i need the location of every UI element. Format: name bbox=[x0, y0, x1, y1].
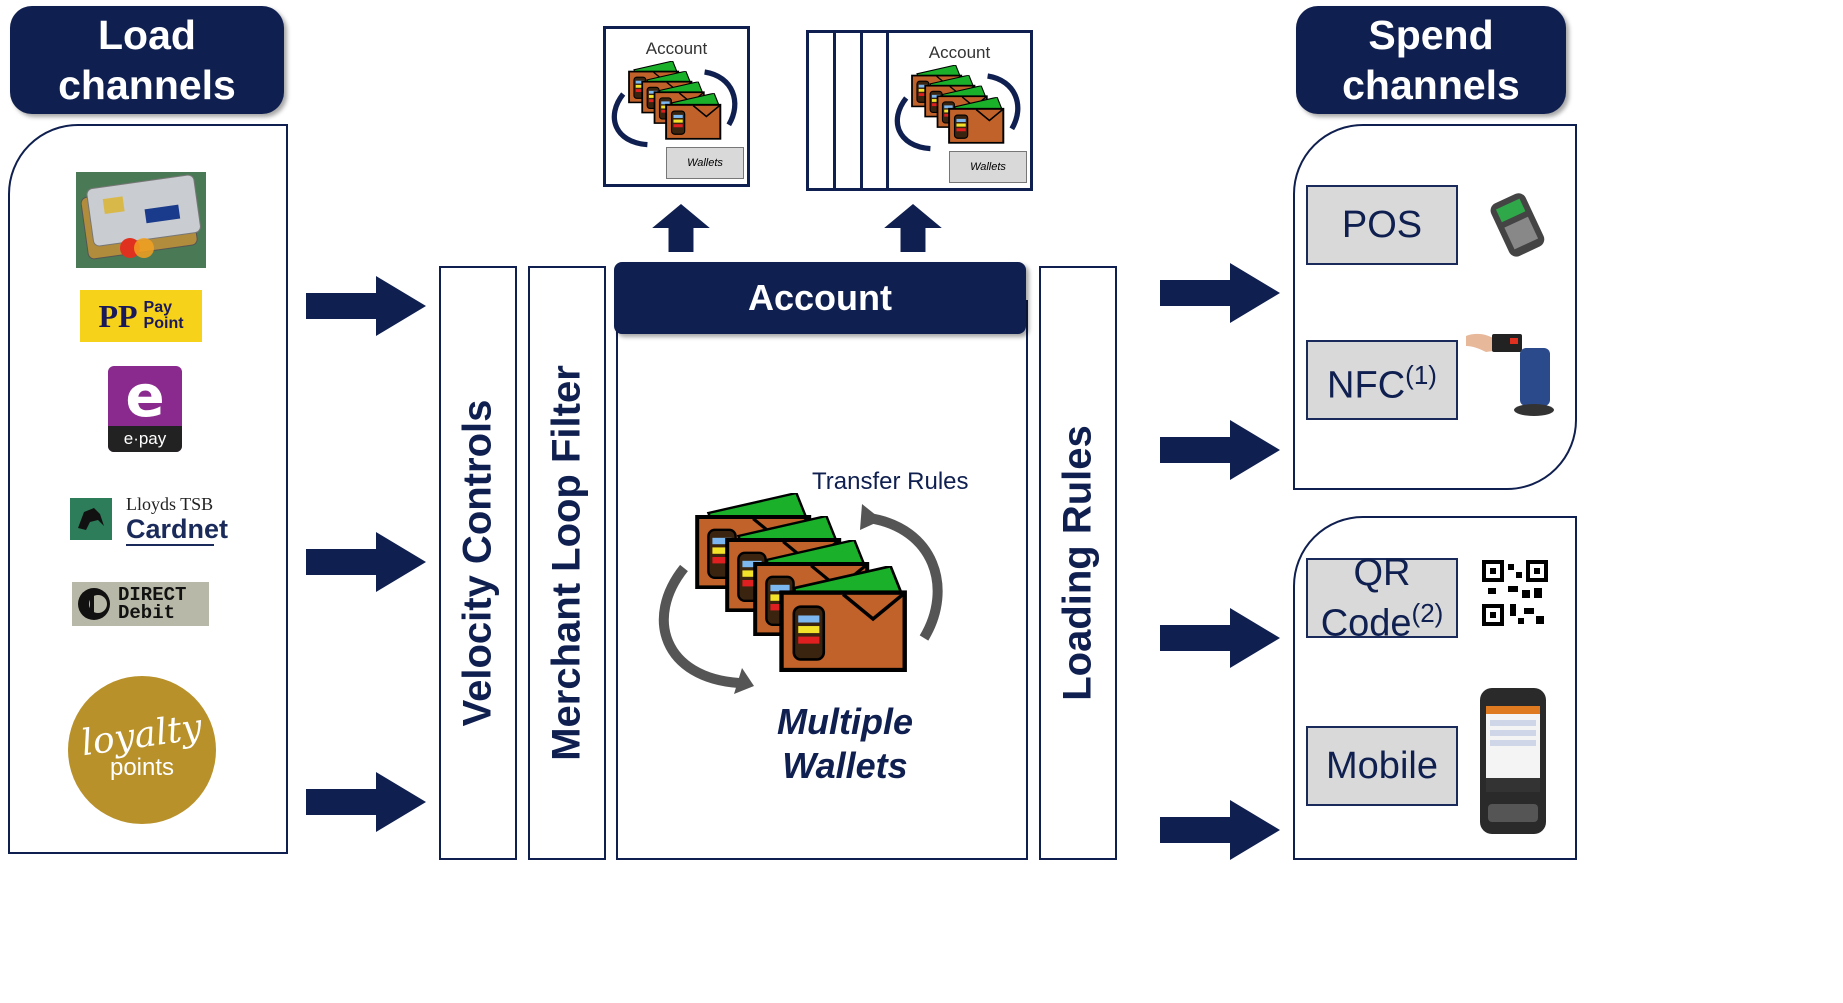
mobile-phone-icon bbox=[1478, 686, 1548, 836]
spend-arrow-1-icon bbox=[1160, 263, 1280, 323]
qr-code-icon bbox=[1482, 560, 1548, 626]
credit-cards-logo bbox=[76, 172, 206, 268]
account-header: Account bbox=[614, 262, 1026, 334]
merchant-loop-filter-column: Merchant Loop Filter bbox=[528, 266, 606, 860]
up-arrow-1-icon bbox=[652, 204, 710, 252]
spend-arrow-4-icon bbox=[1160, 800, 1280, 860]
direct-debit-icon bbox=[78, 588, 110, 620]
transfer-rules-label: Transfer Rules bbox=[812, 468, 969, 495]
spend-arrow-2-icon bbox=[1160, 420, 1280, 480]
loyalty-points-logo: loyalty points bbox=[68, 676, 216, 824]
pos-box: POS bbox=[1306, 185, 1458, 265]
black-horse-icon bbox=[70, 498, 112, 540]
direct-debit-logo: DIRECT Debit bbox=[72, 582, 209, 626]
epay-e-mark: e bbox=[125, 366, 165, 430]
account-wallets-mini-icon bbox=[611, 61, 738, 148]
mobile-box: Mobile bbox=[1306, 726, 1458, 806]
pos-terminal-icon bbox=[1480, 190, 1554, 258]
paypoint-pp-mark: PP bbox=[98, 297, 138, 334]
nfc-reader-icon bbox=[1466, 326, 1556, 418]
top-account-card-2: Account Wallets bbox=[886, 30, 1033, 191]
top-account-card-1: Account Wallets bbox=[603, 26, 750, 187]
load-arrow-1-icon bbox=[306, 276, 426, 336]
spend-arrow-3-icon bbox=[1160, 608, 1280, 668]
multiple-wallets-illustration bbox=[654, 488, 954, 698]
up-arrow-2-icon bbox=[884, 204, 942, 252]
spend-panel-cards bbox=[1293, 124, 1577, 490]
velocity-controls-column: Velocity Controls bbox=[439, 266, 517, 860]
paypoint-logo: PP Pay Point bbox=[80, 290, 202, 342]
epay-logo: e e·pay bbox=[108, 366, 182, 452]
loading-rules-column: Loading Rules bbox=[1039, 266, 1117, 860]
account-wallets-mini-icon bbox=[894, 65, 1021, 152]
lloyds-cardnet-logo: Lloyds TSB Cardnet bbox=[70, 494, 228, 550]
load-arrow-3-icon bbox=[306, 772, 426, 832]
qr-code-box: QR Code(2) bbox=[1306, 553, 1458, 643]
multiple-wallets-label: Multiple Wallets bbox=[777, 701, 913, 786]
load-arrow-2-icon bbox=[306, 532, 426, 592]
nfc-box: NFC(1) bbox=[1306, 340, 1458, 420]
